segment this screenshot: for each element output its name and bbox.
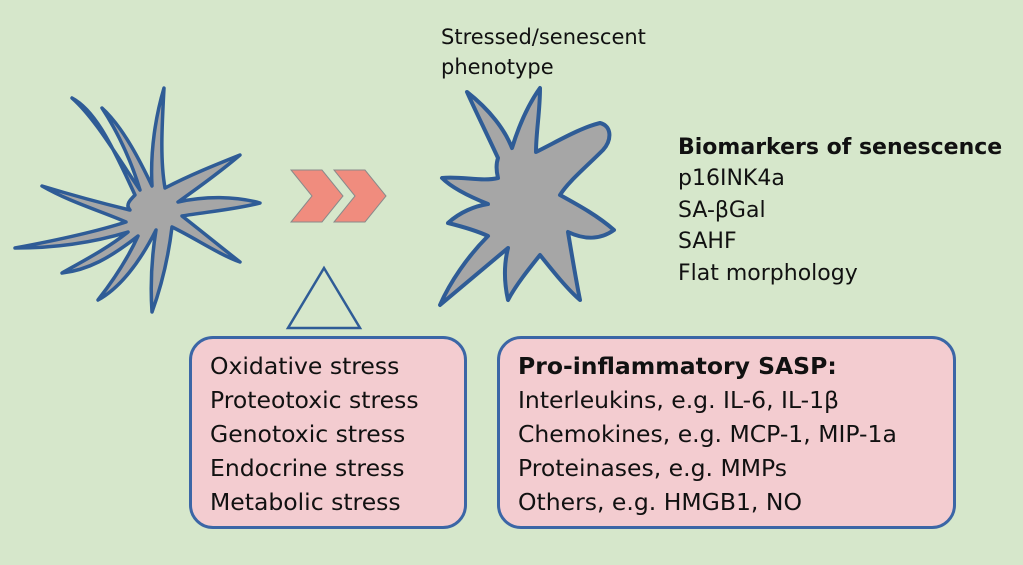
sasp-item: Chemokines, e.g. MCP-1, MIP-1a: [518, 420, 897, 448]
stress-item: Oxidative stress: [210, 352, 400, 380]
arrow-chevron-2: [332, 169, 387, 223]
sasp-item: Interleukins, e.g. IL-6, IL-1β: [518, 386, 840, 414]
stress-item: Endocrine stress: [210, 454, 405, 482]
senescent-cell: [438, 86, 616, 307]
sasp-box: Pro-inflammatory SASP: Interleukins, e.g…: [497, 336, 956, 529]
sasp-item: Proteinases, e.g. MMPs: [518, 454, 787, 482]
sasp-item: Others, e.g. HMGB1, NO: [518, 488, 802, 516]
biomarker-item: SAHF: [678, 229, 737, 254]
sasp-title: Pro-inflammatory SASP:: [518, 352, 837, 380]
phenotype-caption: Stressed/senescent phenotype: [441, 25, 646, 79]
stress-types-box: Oxidative stress Proteotoxic stress Geno…: [189, 336, 467, 529]
normal-cell: [13, 86, 262, 314]
stress-triangle: [285, 265, 363, 330]
biomarker-item: Flat morphology: [678, 260, 858, 286]
biomarkers-title: Biomarkers of senescence: [678, 135, 1003, 160]
stress-item: Genotoxic stress: [210, 420, 406, 448]
stress-item: Proteotoxic stress: [210, 386, 419, 414]
biomarker-item: SA-βGal: [678, 197, 766, 223]
biomarkers-list: Biomarkers of senescence p16INK4a SA-βGa…: [678, 133, 1002, 289]
arrow-chevron-1: [289, 169, 344, 223]
stress-item: Metabolic stress: [210, 488, 401, 516]
biomarker-item: p16INK4a: [678, 166, 785, 191]
